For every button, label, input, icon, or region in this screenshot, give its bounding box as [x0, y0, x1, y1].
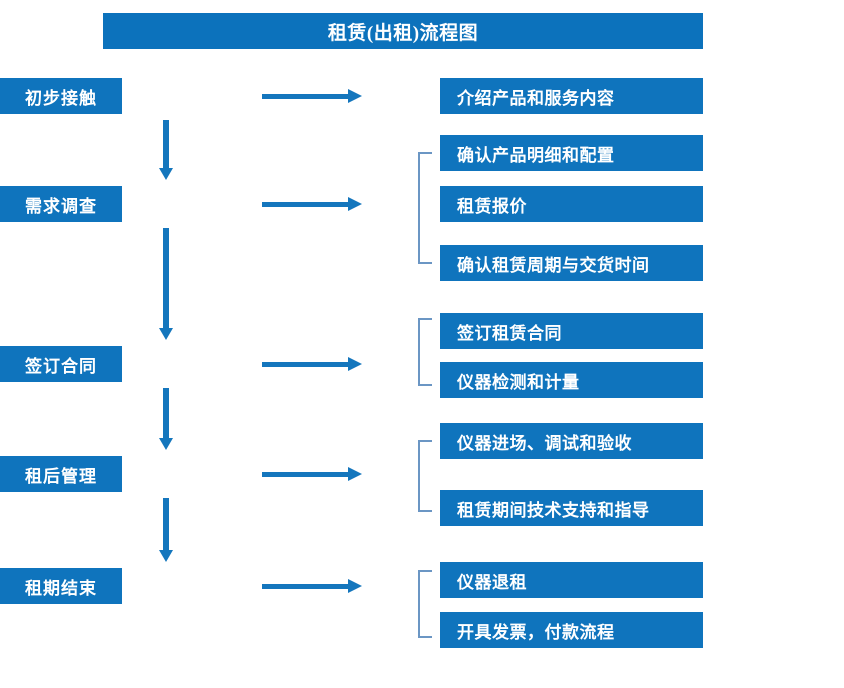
detail-box-5-2[interactable]: 开具发票，付款流程	[440, 612, 703, 648]
detail-box-2-2[interactable]: 租赁报价	[440, 186, 703, 222]
arrow-right-icon-3	[262, 356, 362, 372]
detail-box-5-1[interactable]: 仪器退租	[440, 562, 703, 598]
arrow-down-icon-4	[157, 498, 175, 562]
brace-left-icon-4	[418, 440, 432, 512]
stage-box-1[interactable]: 初步接触	[0, 78, 122, 114]
arrow-right-icon-4	[262, 466, 362, 482]
detail-box-1-1[interactable]: 介绍产品和服务内容	[440, 78, 703, 114]
stage-box-5[interactable]: 租期结束	[0, 568, 122, 604]
arrow-down-icon-1	[157, 120, 175, 180]
brace-left-icon-2	[418, 152, 432, 264]
detail-box-4-2[interactable]: 租赁期间技术支持和指导	[440, 490, 703, 526]
arrow-down-icon-3	[157, 388, 175, 450]
arrow-down-icon-2	[157, 228, 175, 340]
arrow-right-icon-1	[262, 88, 362, 104]
arrow-right-icon-5	[262, 578, 362, 594]
detail-box-2-3[interactable]: 确认租赁周期与交货时间	[440, 245, 703, 281]
arrow-right-icon-2	[262, 196, 362, 212]
detail-box-4-1[interactable]: 仪器进场、调试和验收	[440, 423, 703, 459]
brace-left-icon-5	[418, 570, 432, 638]
detail-box-3-2[interactable]: 仪器检测和计量	[440, 362, 703, 398]
page-title: 租赁(出租)流程图	[103, 13, 703, 49]
stage-box-2[interactable]: 需求调查	[0, 186, 122, 222]
detail-box-2-1[interactable]: 确认产品明细和配置	[440, 135, 703, 171]
stage-box-3[interactable]: 签订合同	[0, 346, 122, 382]
detail-box-3-1[interactable]: 签订租赁合同	[440, 313, 703, 349]
brace-left-icon-3	[418, 318, 432, 386]
stage-box-4[interactable]: 租后管理	[0, 456, 122, 492]
